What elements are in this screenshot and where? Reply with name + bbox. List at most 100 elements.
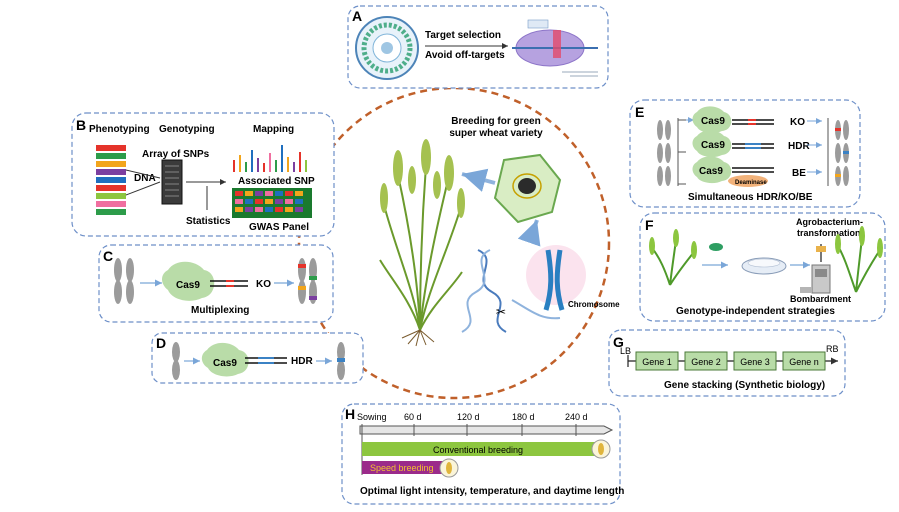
panel-e: E Cas9 KO Cas9 HDR Cas9 Deaminase BE (629, 99, 861, 208)
center-title-line1: Breeding for green (451, 116, 540, 127)
speed-breeding-bar (362, 461, 444, 474)
bombardment-device-icon (800, 244, 831, 294)
gene-label-3: Gene 3 (740, 357, 770, 367)
wheat-seedling-icon (649, 229, 697, 286)
timeline-arrow (359, 425, 614, 435)
panel-f-agro-line1: Agrobacterium- (796, 217, 863, 227)
tick-60d: 60 d (404, 412, 422, 422)
panel-d-chromosome-icon (172, 342, 180, 380)
panel-c-cas9: Cas9 (176, 280, 200, 291)
panel-c-cas9-blob (162, 261, 215, 301)
tick-180d: 180 d (512, 412, 535, 422)
panel-b-statistics: Statistics (186, 216, 231, 227)
panel-e-be: BE (792, 168, 806, 179)
gene-box-2 (684, 351, 728, 371)
panel-c-frame (98, 244, 334, 323)
gene-box-n (782, 351, 826, 371)
gene-box-1 (635, 351, 679, 371)
panel-e-edited-chromosomes (835, 120, 849, 186)
embryo-icon (709, 243, 723, 251)
multiplexed-chromosomes-icon (298, 258, 317, 304)
panel-e-caption: Simultaneous HDR/KO/BE (688, 192, 813, 203)
panel-f-letter: F (645, 217, 654, 233)
manhattan-plot-icon (230, 140, 312, 174)
chromosome-label: Chromosome (568, 300, 620, 309)
panel-b-letter: B (76, 117, 86, 133)
arrow-dna-to-cell (517, 219, 541, 247)
panel-f-bombardment: Bombardment (790, 294, 851, 304)
cas9-protein-complex-icon (512, 19, 598, 77)
panel-a: A Target selection Avoid off-targets (347, 5, 609, 89)
panel-c-letter: C (103, 248, 113, 264)
speed-breeding-label: Speed breeding (370, 463, 434, 473)
panel-e-cas9-blob-be (692, 156, 732, 184)
panel-b-gwas-panel: GWAS Panel (249, 222, 309, 233)
panel-f-caption: Genotype-independent strategies (676, 306, 835, 317)
wheat-plant-icon (379, 139, 465, 347)
tick-sowing: Sowing (357, 412, 387, 422)
panel-g-letter: G (613, 334, 624, 350)
panel-f: F Agrobacterium- transformation Bombardm… (639, 212, 886, 322)
panel-g-rb: RB (826, 344, 839, 354)
scissors-icon: ✂ (496, 305, 506, 319)
panel-a-avoid-off-targets: Avoid off-targets (425, 50, 505, 61)
chromosome-pair-icon (114, 258, 134, 304)
gene-label-1: Gene 1 (642, 357, 672, 367)
gene-label-2: Gene 2 (691, 357, 721, 367)
panel-e-source-chromosomes (657, 120, 671, 186)
panel-d-cas9: Cas9 (213, 358, 237, 369)
panel-b-genotyping: Genotyping (159, 124, 215, 135)
panel-e-cas9-blob-ko (692, 106, 732, 134)
genome-circle-icon (355, 16, 419, 80)
panel-c-dna-break-icon (210, 280, 248, 287)
panel-e-ko: KO (790, 117, 805, 128)
panel-b-phenotyping: Phenotyping (89, 124, 150, 135)
tick-120d: 120 d (457, 412, 480, 422)
panel-e-cas9-blob-hdr (692, 130, 732, 158)
panel-h-caption: Optimal light intensity, temperature, an… (360, 486, 624, 497)
panel-g: G LB RB Gene 1 Gene 2 Gene 3 Gene n Gene… (608, 329, 846, 397)
panel-d-edited-chromosome-icon (337, 342, 345, 380)
phenotype-bars-icon (96, 145, 126, 215)
arrow-cell-to-plant (461, 168, 496, 192)
panel-b: B Phenotyping Genotyping Mapping Array o… (71, 112, 335, 237)
center-title-line2: super wheat variety (449, 128, 543, 139)
panel-d: D Cas9 HDR (151, 332, 364, 384)
panel-e-cas9-be-label: Cas9 (699, 166, 723, 177)
panel-b-array-of-snps: Array of SNPs (142, 149, 210, 160)
panel-b-mapping: Mapping (253, 124, 294, 135)
panel-e-letter: E (635, 104, 644, 120)
snp-array-chip-icon (161, 159, 183, 205)
panel-e-cas9-hdr-label: Cas9 (701, 140, 725, 151)
panel-d-cas9-blob (201, 342, 249, 377)
panel-h-letter: H (345, 406, 355, 422)
panel-d-hdr: HDR (291, 356, 313, 367)
panel-e-frame (629, 99, 861, 208)
panel-h: H Sowing 60 d 120 d 180 d 240 d Conventi… (341, 403, 624, 505)
panel-f-agro-line2: transformation (797, 228, 861, 238)
panel-g-caption: Gene stacking (Synthetic biology) (664, 380, 825, 391)
conventional-breeding-bar (362, 442, 598, 456)
gene-box-3 (733, 351, 777, 371)
panel-a-target-selection: Target selection (425, 30, 501, 41)
deaminase-blob (728, 175, 768, 187)
dna-helix-icon (461, 249, 561, 333)
panel-e-hdr: HDR (788, 141, 810, 152)
panel-e-cas9-ko-label: Cas9 (701, 116, 725, 127)
panel-c: C Cas9 KO Multiplexing (98, 244, 334, 323)
panel-c-multiplexing: Multiplexing (191, 305, 249, 316)
panel-b-dna: DNA (134, 173, 156, 184)
gene-label-n: Gene n (789, 357, 819, 367)
center-dashed-circle (297, 86, 611, 400)
panel-d-letter: D (156, 335, 166, 351)
plant-cell-icon (493, 153, 562, 224)
conventional-breeding-label: Conventional breeding (433, 445, 523, 455)
gene-stack: Gene 1 Gene 2 Gene 3 Gene n (635, 351, 826, 371)
center-hub: Breeding for green super wheat variety (297, 86, 620, 400)
panel-d-dna-insert-icon (245, 357, 287, 364)
panel-c-ko: KO (256, 279, 271, 290)
panel-a-letter: A (352, 8, 362, 24)
panel-b-associated-snp: Associated SNP (238, 176, 315, 187)
panel-e-deaminase: Deaminase (735, 180, 767, 186)
